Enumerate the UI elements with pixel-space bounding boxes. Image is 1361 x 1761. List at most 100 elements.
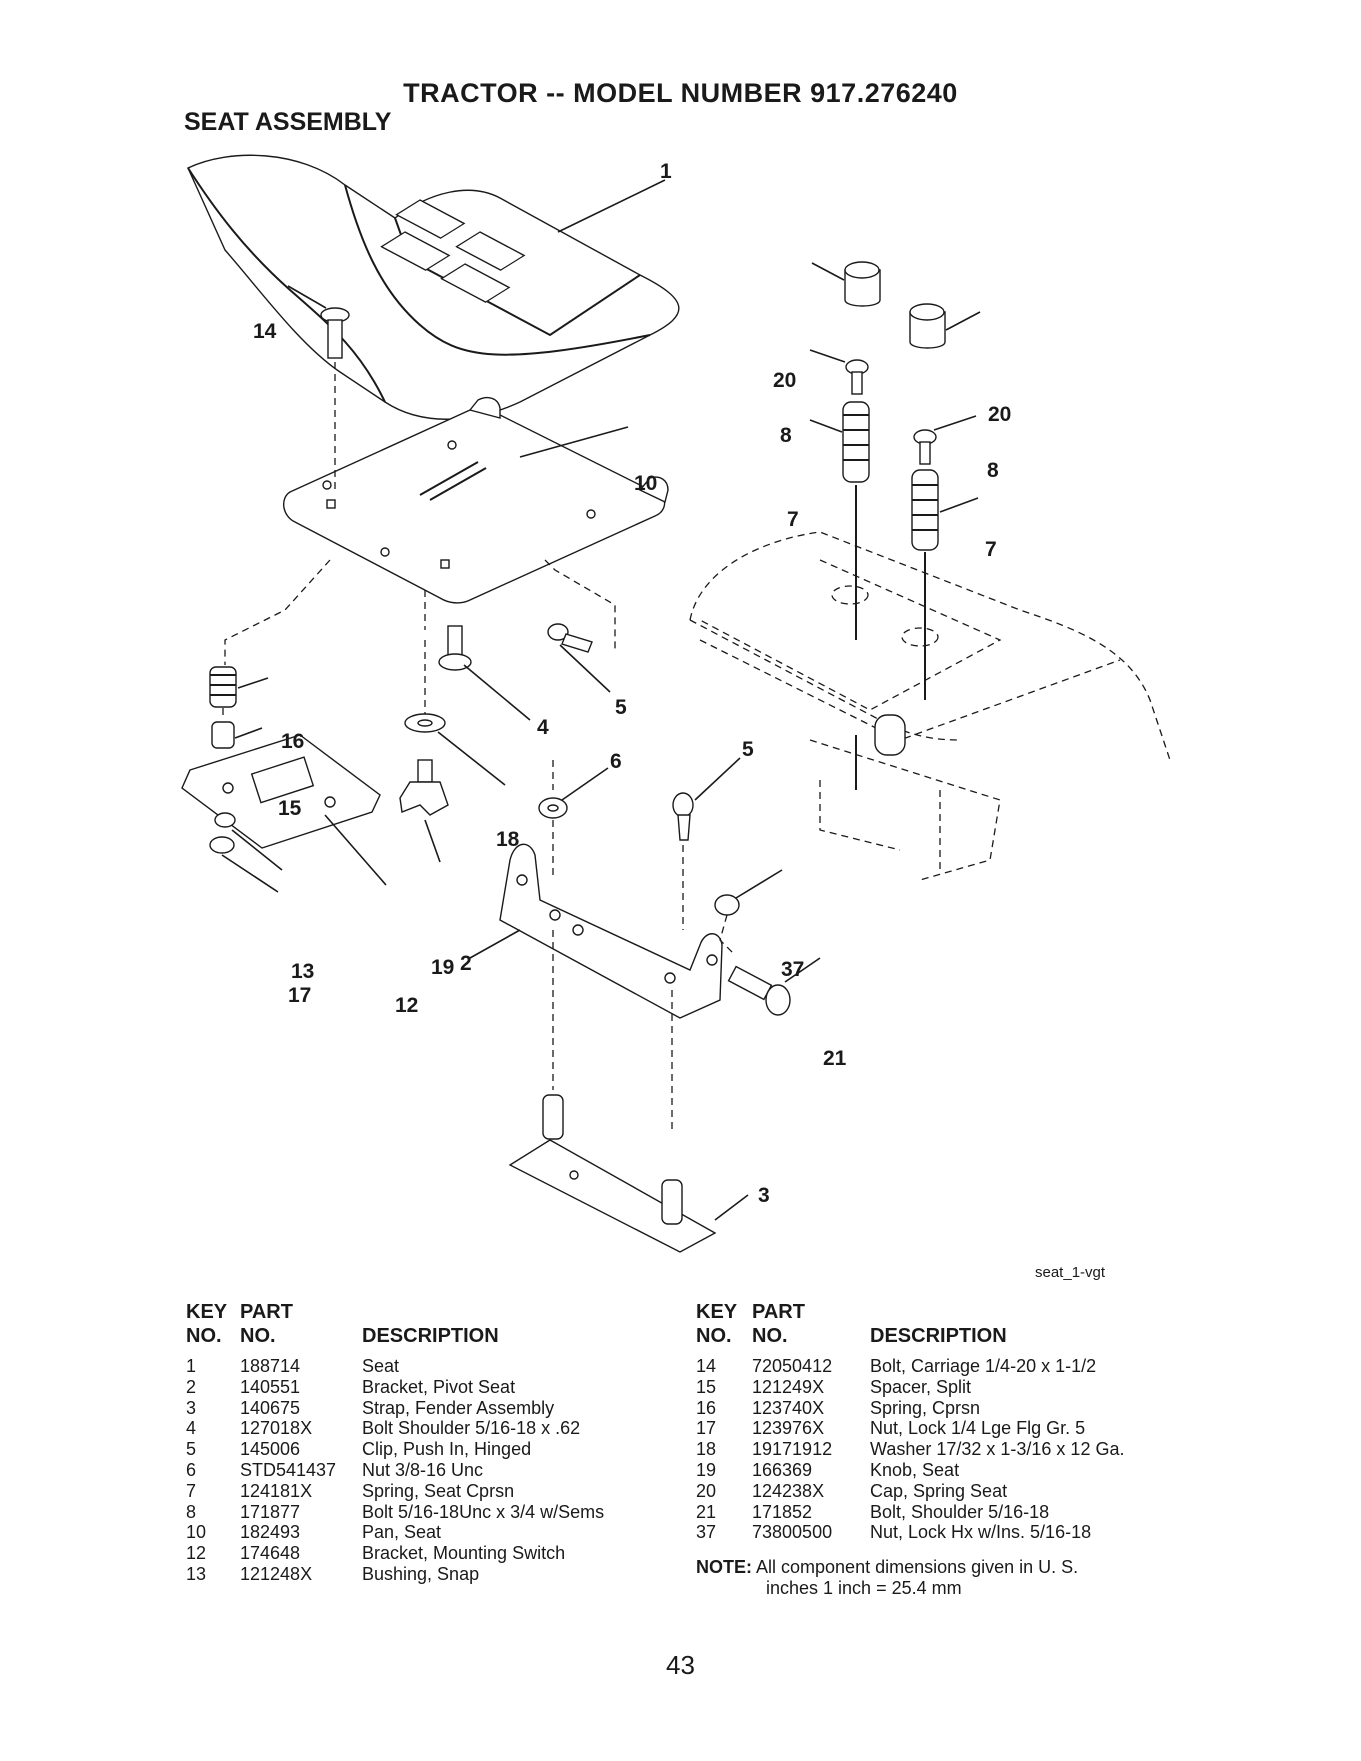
key-no-cell: 5 (186, 1439, 197, 1460)
description-cell: Cap, Spring Seat (870, 1480, 1008, 1501)
key-no-cell: 14 (696, 1356, 717, 1376)
table-row: 14 72050412 Bolt, Carriage 1/4-20 x 1-1/2 (696, 1356, 1124, 1377)
key-no-cell: 17 (696, 1418, 717, 1439)
description-cell: Spacer, Split (870, 1376, 972, 1397)
exploded-parts-diagram: 1 2 3 4 5 5 6 7 7 8 8 10 12 13 14 15 16 … (181, 154, 1171, 1281)
callout-14: 14 (253, 320, 277, 343)
key-no-cell: 19 (696, 1459, 717, 1480)
table-row: 16 123740X Spring, Cprsn (696, 1398, 1124, 1419)
part-no-cell: 123740X (752, 1397, 825, 1418)
part-no-cell: 171852 (752, 1501, 813, 1522)
callout-5b: 5 (742, 738, 754, 761)
pivot-bracket-drawing (469, 760, 723, 1130)
callout-5a: 5 (615, 696, 627, 719)
key-no-cell: 10 (186, 1522, 207, 1543)
callout-8b: 8 (987, 459, 999, 482)
key-no-cell: 13 (186, 1563, 207, 1584)
description-cell: Bolt 5/16-18Unc x 3/4 w/Sems (362, 1501, 605, 1522)
callout-labels: 1 2 3 4 5 5 6 7 7 8 8 10 12 13 14 15 16 … (253, 160, 1106, 1281)
page-number: 43 (666, 1650, 695, 1680)
page-title: TRACTOR -- MODEL NUMBER 917.276240 (403, 78, 958, 108)
callout-7b: 7 (985, 538, 997, 561)
callout-12: 12 (395, 994, 418, 1017)
key-no-cell: 18 (696, 1439, 717, 1460)
description-cell: Seat (362, 1356, 400, 1376)
key-no-cell: 8 (186, 1501, 197, 1522)
description-cell: Spring, Cprsn (870, 1397, 981, 1418)
part-no-cell: 174648 (240, 1543, 301, 1564)
part-no-cell: 124181X (240, 1480, 313, 1501)
callout-18: 18 (496, 828, 520, 851)
part-no-cell: 140551 (240, 1376, 301, 1397)
part-no-cell: 72050412 (752, 1356, 833, 1376)
spring-assembly-drawing (809, 261, 981, 700)
section-title: SEAT ASSEMBLY (184, 108, 392, 136)
key-no-cell: 16 (696, 1397, 717, 1418)
callout-7a: 7 (787, 508, 799, 531)
carriage-bolt-drawing (287, 285, 350, 490)
part-no-cell: 188714 (240, 1356, 301, 1376)
key-no-cell: 20 (696, 1480, 717, 1501)
part-no-cell: 166369 (752, 1459, 813, 1480)
description-cell: Washer 17/32 x 1-3/16 x 12 Ga. (870, 1439, 1125, 1460)
key-no-cell: 6 (186, 1459, 197, 1480)
description-cell: Bushing, Snap (362, 1563, 480, 1584)
key-no-cell: 15 (696, 1376, 717, 1397)
callout-16: 16 (281, 730, 304, 753)
knob-assembly-drawing (399, 590, 531, 863)
dimension-note: NOTE: All component dimensions given in … (696, 1557, 1078, 1599)
callout-15: 15 (278, 797, 302, 820)
part-no-cell: 123976X (752, 1418, 825, 1439)
part-no-cell: STD541437 (240, 1459, 337, 1480)
table-row: 19 166369 Knob, Seat (696, 1460, 1124, 1481)
description-cell: Bracket, Pivot Seat (362, 1376, 516, 1397)
description-header: DESCRIPTION (870, 1325, 1007, 1347)
note-text-line2: inches 1 inch = 25.4 mm (766, 1578, 962, 1598)
description-cell: Clip, Push In, Hinged (362, 1439, 532, 1460)
note-label: NOTE: (696, 1557, 752, 1577)
description-cell: Bolt, Carriage 1/4-20 x 1-1/2 (870, 1356, 1097, 1376)
part-no-cell: 127018X (240, 1418, 313, 1439)
callout-3: 3 (758, 1184, 770, 1207)
key-no-cell: 7 (186, 1480, 197, 1501)
callout-17: 17 (288, 984, 311, 1007)
key-no-cell: 1 (186, 1356, 197, 1376)
part-no-cell: 121249X (752, 1376, 825, 1397)
table-row: 1 188714 Seat (186, 1356, 604, 1377)
callout-13: 13 (291, 960, 314, 983)
shoulder-bolt-drawing (714, 869, 821, 1016)
key-no-cell: 12 (186, 1543, 207, 1564)
key-no-cell: 37 (696, 1522, 717, 1543)
callout-1: 1 (660, 160, 672, 183)
part-no-cell: 182493 (240, 1522, 301, 1543)
description-cell: Pan, Seat (362, 1522, 442, 1543)
callout-19: 19 (431, 956, 454, 979)
switch-bracket-drawing (181, 559, 387, 893)
description-cell: Spring, Seat Cprsn (362, 1480, 515, 1501)
part-no-cell: 73800500 (752, 1522, 833, 1543)
callout-10: 10 (634, 472, 657, 495)
table-row: 4 127018X Bolt Shoulder 5/16-18 x .62 (186, 1418, 604, 1439)
callout-6: 6 (610, 750, 622, 773)
key-no-cell: 21 (696, 1501, 717, 1522)
description-cell: Strap, Fender Assembly (362, 1397, 555, 1418)
description-cell: Knob, Seat (870, 1459, 960, 1480)
note-text-line1: All component dimensions given in U. S. (756, 1557, 1079, 1577)
part-no-cell: 140675 (240, 1397, 301, 1418)
key-no-cell: 4 (186, 1418, 197, 1439)
description-cell: Bolt Shoulder 5/16-18 x .62 (362, 1418, 581, 1439)
